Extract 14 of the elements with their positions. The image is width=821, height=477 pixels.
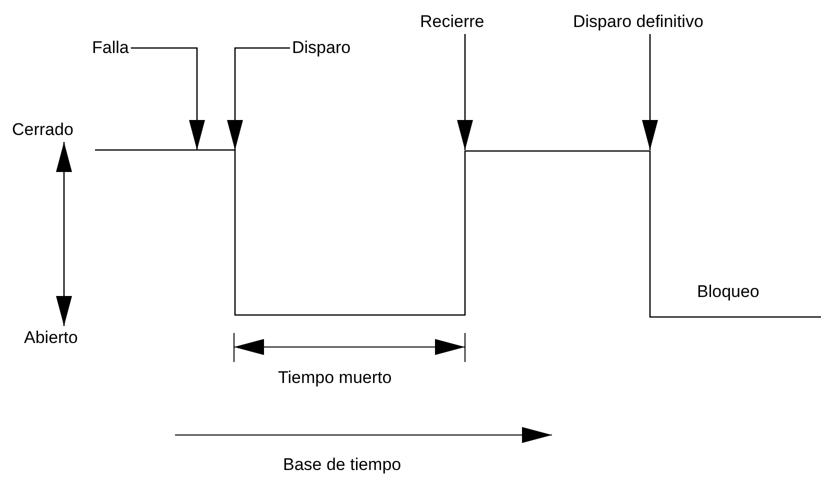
arrow [130,47,205,150]
state-label: Bloqueo [697,282,760,302]
state-label: Abierto [24,328,78,348]
axis-label: Base de tiempo [283,455,402,475]
event-label: Falla [92,38,129,58]
event-label: Disparo [292,38,351,58]
arrow [227,47,290,150]
event-label: Recierre [420,12,484,32]
dimension-label: Tiempo muerto [278,368,392,388]
arrow [457,34,473,150]
arrow [642,34,658,150]
state-label: Cerrado [12,120,74,140]
event-label: Disparo definitivo [573,12,704,32]
double-arrow [56,142,72,326]
